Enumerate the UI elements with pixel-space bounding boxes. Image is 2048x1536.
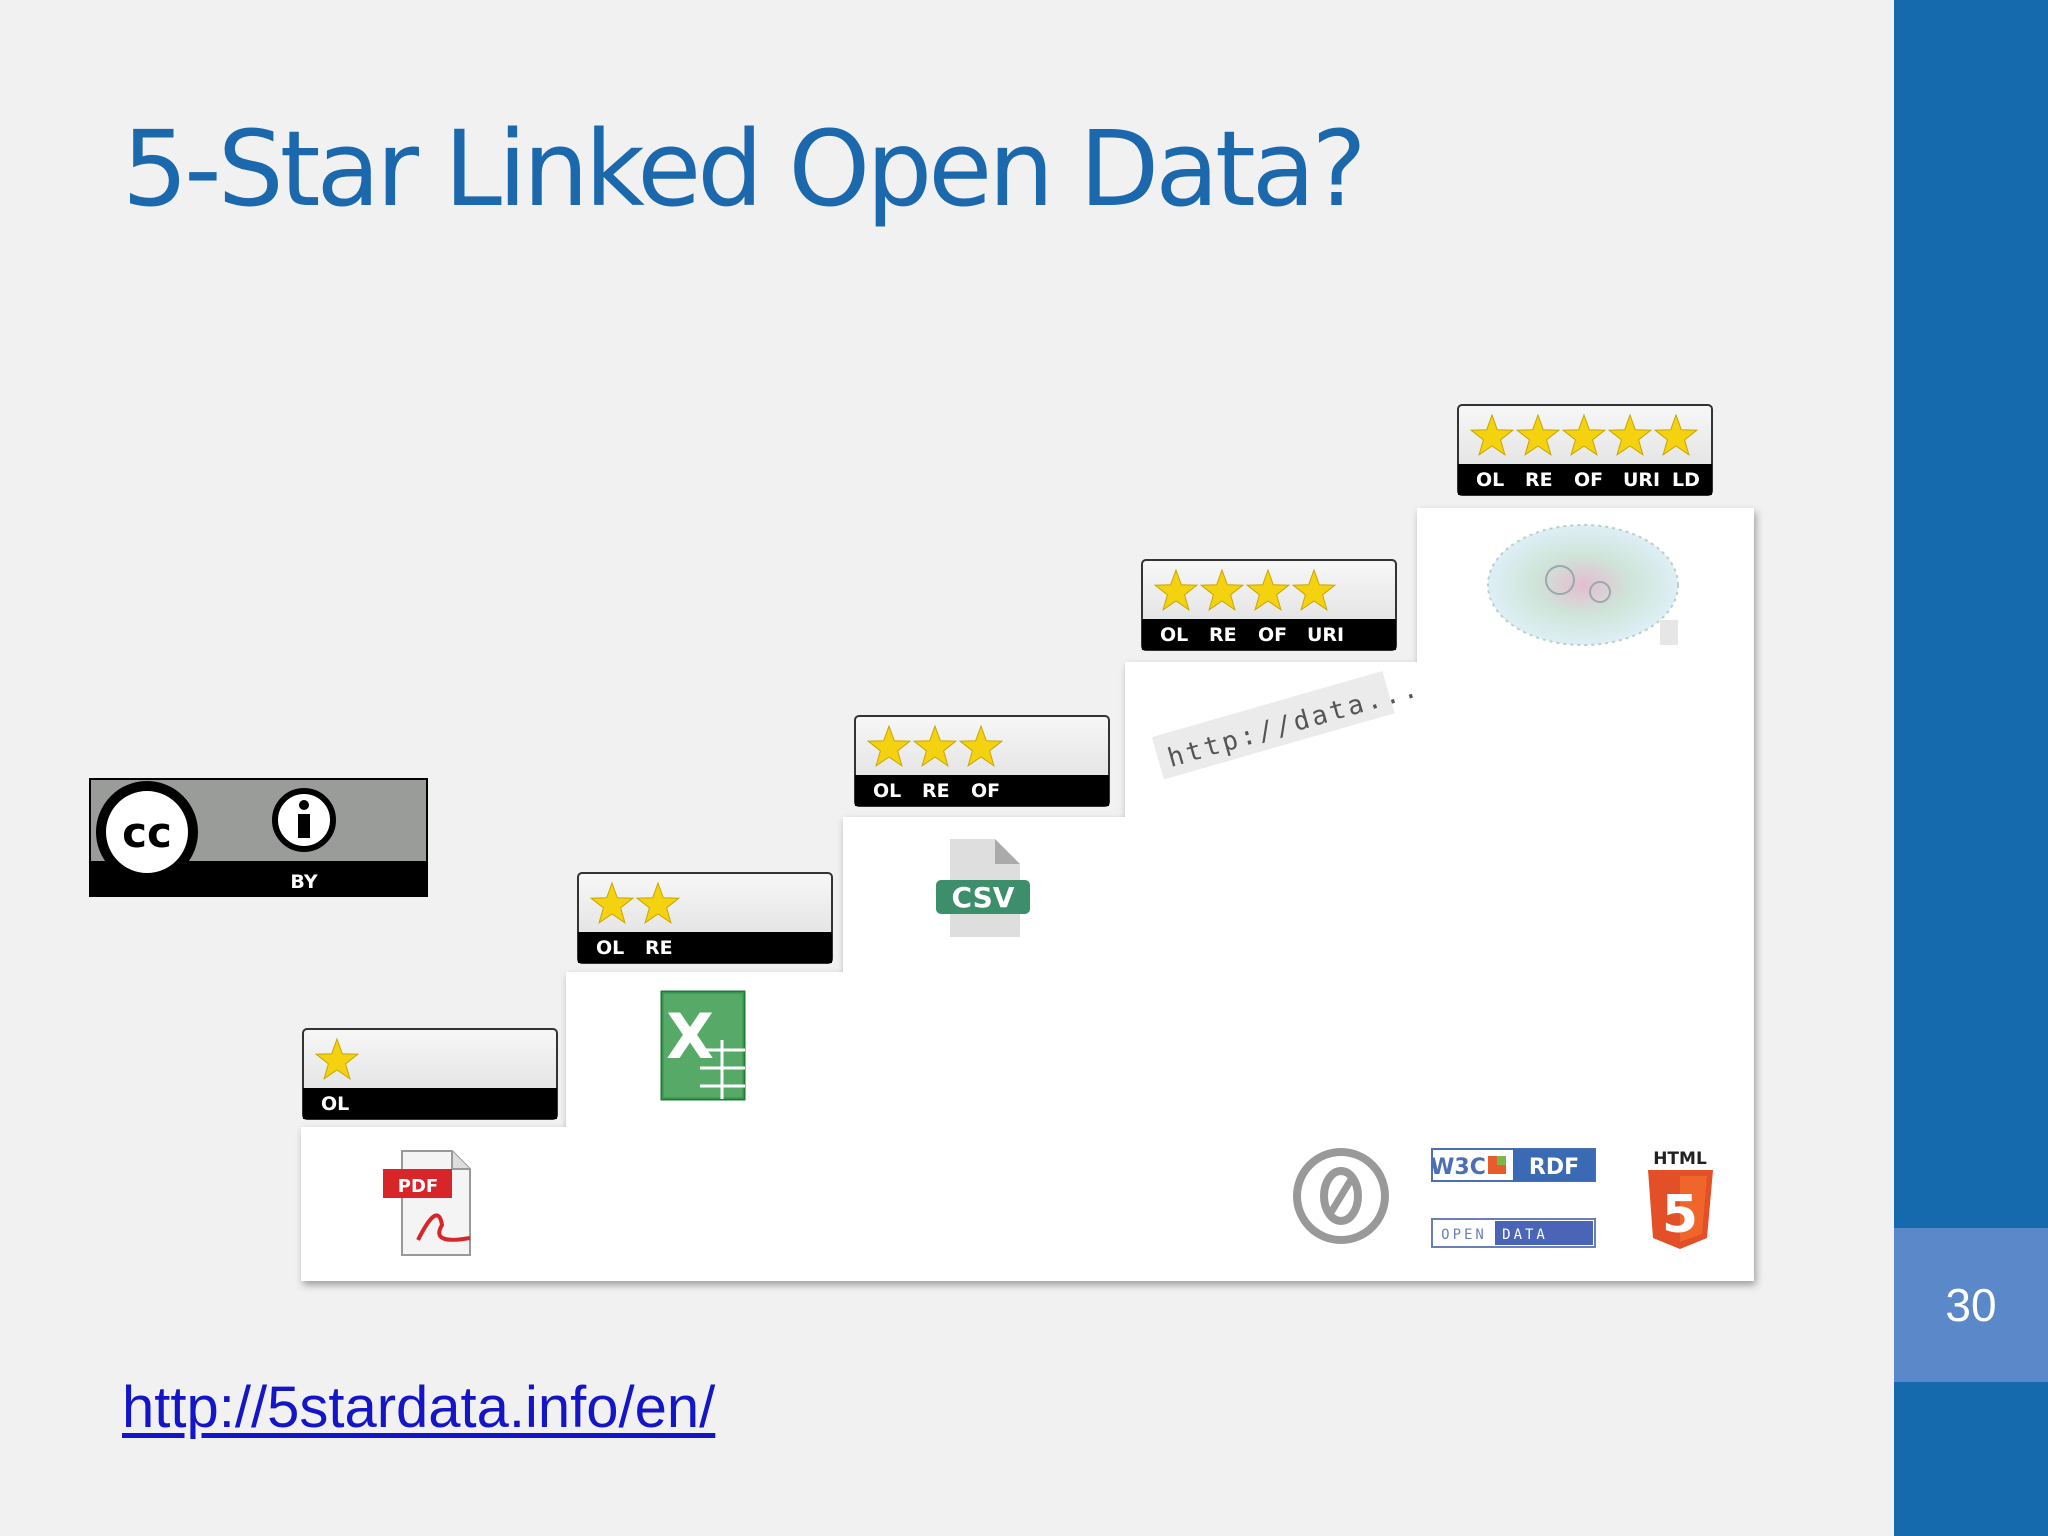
star-badge-3: OL RE OF (854, 715, 1110, 807)
cc-letters: cc (122, 808, 172, 857)
excel-letter: X (666, 1000, 714, 1073)
badge-label-bar (855, 775, 1109, 806)
badge-label: URI (1623, 469, 1660, 491)
star-icon (1561, 413, 1607, 456)
badge-label: OF (1258, 624, 1287, 646)
star-icon (1515, 413, 1561, 456)
badge-label: RE (645, 937, 673, 959)
badge-label: OL (1476, 469, 1504, 491)
star-badge-4: OL RE OF URI (1141, 559, 1397, 651)
badge-label: RE (1209, 624, 1237, 646)
star-badge-5: OL RE OF URI LD (1457, 404, 1713, 496)
badge-label: URI (1307, 624, 1344, 646)
by-label: BY (290, 871, 317, 893)
open-data-logo: OPEN DATA (1431, 1218, 1596, 1248)
csv-icon: CSV (936, 839, 1030, 937)
cc-by-license-badge: cc BY (89, 778, 428, 897)
star-icon (1607, 413, 1653, 456)
star-icon (1199, 568, 1245, 611)
badge-label: OL (1160, 624, 1188, 646)
star-icon (958, 724, 1004, 767)
open-label: OPEN (1441, 1227, 1487, 1243)
badge-label-bar (1142, 619, 1396, 650)
star-icon (314, 1037, 360, 1080)
badge-label-bar (1458, 464, 1712, 495)
badge-label: RE (922, 780, 950, 802)
star-badge-1: OL (302, 1028, 558, 1120)
slide-title: 5-Star Linked Open Data? (122, 108, 1367, 230)
five-star-staircase-diagram: OL OL RE OL RE OF OL RE OF URI OL RE OF URI LD cc BY P… (89, 404, 1754, 1281)
badge-label-bar (578, 932, 832, 963)
cc-icon (96, 781, 198, 883)
star-icon (1153, 568, 1199, 611)
star-icon (1469, 413, 1515, 456)
badge-label-bar (303, 1088, 557, 1119)
badge-label: OL (873, 780, 901, 802)
linked-data-cloud-icon (1487, 524, 1679, 646)
star-icon (589, 881, 635, 924)
pdf-icon: PDF (383, 1150, 471, 1256)
badge-label: OF (1574, 469, 1603, 491)
html5-text: HTML (1653, 1149, 1707, 1169)
cc0-icon (1293, 1148, 1389, 1244)
pdf-label: PDF (398, 1176, 438, 1197)
badge-label: OF (971, 780, 1000, 802)
star-icon (1653, 413, 1699, 456)
data-label: DATA (1502, 1227, 1548, 1243)
w3c-label: W3C (1430, 1155, 1486, 1180)
star-icon (1245, 568, 1291, 611)
rdf-label: RDF (1529, 1155, 1579, 1180)
badge-label: LD (1672, 469, 1700, 491)
star-icon (635, 881, 681, 924)
star-icon (1291, 568, 1337, 611)
star-icon (912, 724, 958, 767)
star-badges: OL OL RE OL RE OF OL RE OF URI OL RE OF URI LD (302, 404, 1713, 1120)
excel-icon: X (660, 990, 746, 1101)
badge-label: OL (321, 1093, 349, 1115)
badge-label: OL (596, 937, 624, 959)
star-icon (866, 724, 912, 767)
page-number: 30 (1894, 1228, 2048, 1382)
csv-label: CSV (952, 881, 1015, 914)
w3c-rdf-logo: W3C RDF (1430, 1148, 1596, 1182)
html5-number: 5 (1662, 1185, 1698, 1245)
badge-label: RE (1525, 469, 1553, 491)
attribution-icon (272, 788, 336, 852)
5stardata-link[interactable]: http://5stardata.info/en/ (122, 1375, 716, 1440)
html5-logo: HTML 5 (1648, 1149, 1713, 1249)
star-badge-2: OL RE (577, 872, 833, 964)
